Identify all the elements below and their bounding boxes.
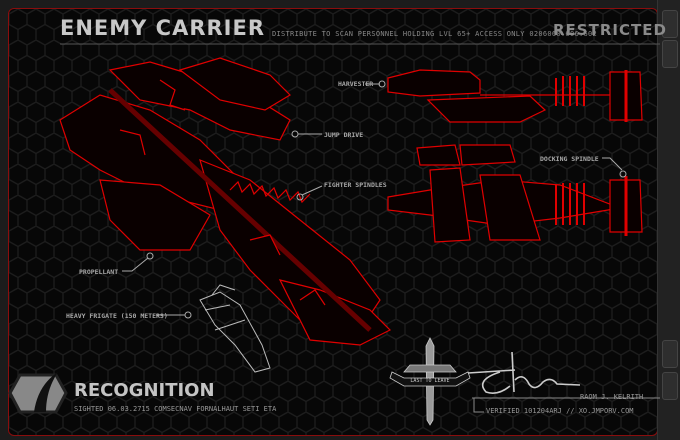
- rail-tab[interactable]: [662, 40, 678, 68]
- callout-fighter-spindles: FIGHTER SPINDLES: [324, 181, 387, 189]
- right-bracket-rail: [657, 0, 680, 440]
- callout-heavy-frigate: HEAVY FRIGATE (150 METERS): [66, 312, 168, 320]
- recognition-hex-badge-icon: [8, 372, 68, 414]
- verification-code: VERIFIED 101204ARJ // XO.JMPORV.COM: [486, 407, 634, 415]
- signatory-name: RAOM J. KELRITH: [580, 393, 644, 401]
- callout-leaders: [122, 80, 627, 319]
- rail-tab[interactable]: [662, 340, 678, 368]
- last-to-leave-insignia-icon: LAST TO LEAVE: [389, 337, 471, 426]
- callout-propellant: PROPELLANT: [79, 268, 119, 276]
- dossier-panel: [8, 8, 658, 436]
- rail-tab[interactable]: [662, 10, 678, 38]
- callout-jump-drive: JUMP DRIVE: [324, 131, 364, 139]
- rail-tab[interactable]: [662, 372, 678, 400]
- callout-harvester: HARVESTER: [338, 80, 374, 88]
- recognition-heading: RECOGNITION: [74, 380, 215, 401]
- signature-underline: [472, 397, 660, 413]
- heavy-frigate-schematic: [199, 284, 271, 373]
- harvester-schematic: [387, 69, 643, 123]
- sighting-info: SIGHTED 06.03.2715 COMSECNAV FORNALHAUT …: [74, 405, 277, 413]
- distribution-notice: DISTRIBUTE TO SCAN PERSONNEL HOLDING LVL…: [272, 30, 598, 38]
- signature-image: [467, 351, 581, 394]
- classification-badge: RESTRICTED: [553, 21, 667, 39]
- insignia-text: LAST TO LEAVE: [410, 378, 449, 384]
- carrier-diagonal-schematic: [59, 57, 392, 346]
- docking-carrier-schematic: [387, 144, 643, 243]
- page-title: ENEMY CARRIER: [60, 16, 266, 40]
- callout-docking-spindle: DOCKING SPINDLE: [540, 155, 599, 163]
